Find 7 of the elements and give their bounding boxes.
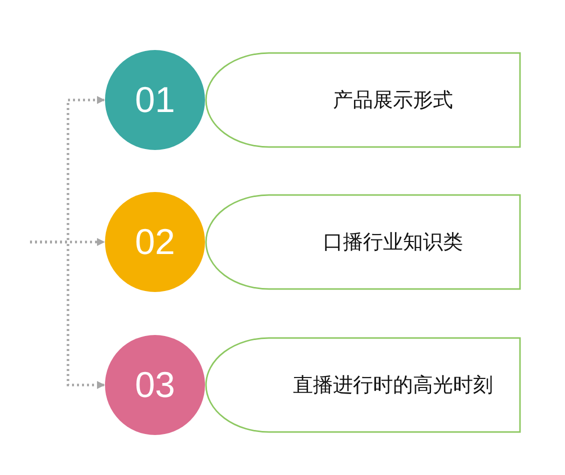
step-label: 口播行业知识类: [322, 228, 464, 256]
dotted-arrow: [30, 240, 105, 389]
step-number: 02: [134, 221, 176, 263]
step-number: 03: [134, 364, 176, 406]
step-label: 产品展示形式: [332, 86, 454, 114]
step-label: 直播进行时的高光时刻: [292, 372, 494, 398]
step-number: 01: [134, 79, 176, 121]
